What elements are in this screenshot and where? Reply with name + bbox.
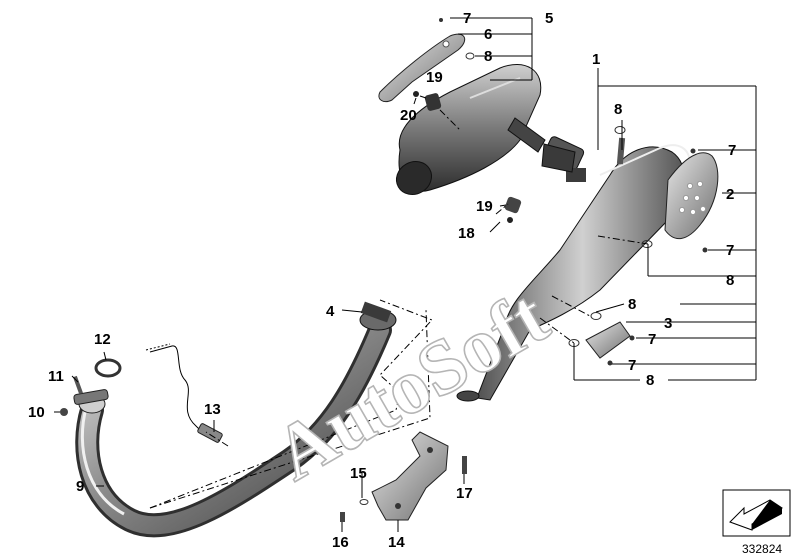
- screw: [607, 360, 613, 366]
- small-heat-shield: [585, 321, 631, 359]
- callout-17: 17: [456, 485, 473, 502]
- callout-3: 3: [664, 315, 672, 332]
- callout-7: 7: [648, 331, 656, 348]
- diagram-number: 332824: [742, 542, 782, 556]
- upper-silencer: [395, 63, 576, 196]
- assembly-lines: [149, 109, 649, 509]
- rubber-damper-upper: [424, 93, 442, 111]
- screw-upper: [439, 18, 443, 22]
- hex-bolt: [462, 456, 467, 474]
- screw: [629, 335, 635, 341]
- callout-1: 1: [592, 51, 600, 68]
- callout-8: 8: [614, 101, 622, 118]
- leader-lines: [54, 17, 757, 532]
- sleeve-upper: [413, 91, 419, 97]
- callout-8: 8: [646, 372, 654, 389]
- callout-13: 13: [204, 401, 221, 418]
- stud: [73, 375, 83, 395]
- collar-nut: [60, 408, 68, 416]
- callout-7: 7: [463, 10, 471, 27]
- callout-15: 15: [350, 465, 367, 482]
- callout-11: 11: [48, 368, 64, 385]
- callout-20: 20: [400, 107, 417, 124]
- callout-14: 14: [388, 534, 405, 551]
- callout-8: 8: [484, 48, 492, 65]
- washer-upper: [465, 52, 475, 60]
- callout-8: 8: [726, 272, 734, 289]
- washer: [590, 312, 602, 320]
- callout-4: 4: [326, 303, 335, 320]
- mounting-bracket: [371, 431, 449, 521]
- arrow-orientation-icon: [722, 489, 791, 537]
- washer: [614, 126, 626, 134]
- pipe-clamp: [359, 301, 397, 331]
- screw: [702, 247, 708, 253]
- header-pipe: [73, 318, 392, 538]
- callout-19: 19: [476, 198, 493, 215]
- callout-12: 12: [94, 331, 111, 348]
- exhaust-gasket: [94, 358, 122, 378]
- callout-18: 18: [458, 225, 475, 242]
- callout-2: 2: [726, 186, 734, 203]
- callout-19: 19: [426, 69, 443, 86]
- oxygen-sensor: [145, 343, 223, 443]
- callout-8: 8: [628, 296, 636, 313]
- callout-7: 7: [728, 142, 736, 159]
- callout-5: 5: [545, 10, 553, 27]
- rubber-damper: [504, 196, 522, 214]
- upper-cover: [378, 33, 466, 103]
- callout-16: 16: [332, 534, 349, 551]
- callout-7: 7: [726, 242, 734, 259]
- callout-6: 6: [484, 26, 492, 43]
- callout-7: 7: [628, 357, 636, 374]
- damper-sleeve: [507, 217, 513, 223]
- callout-labels: 7 5 6 8 19 20 1 8 7 2 19 18 7 8 8 3 7 7 …: [28, 10, 736, 551]
- heat-shield: [664, 152, 719, 240]
- callout-9: 9: [76, 478, 84, 495]
- watermark-text: AutoSoft: [259, 272, 561, 497]
- callout-10: 10: [28, 404, 45, 421]
- washer: [641, 240, 653, 248]
- screw: [690, 148, 696, 154]
- bolt-small: [340, 512, 345, 522]
- washer: [359, 499, 369, 505]
